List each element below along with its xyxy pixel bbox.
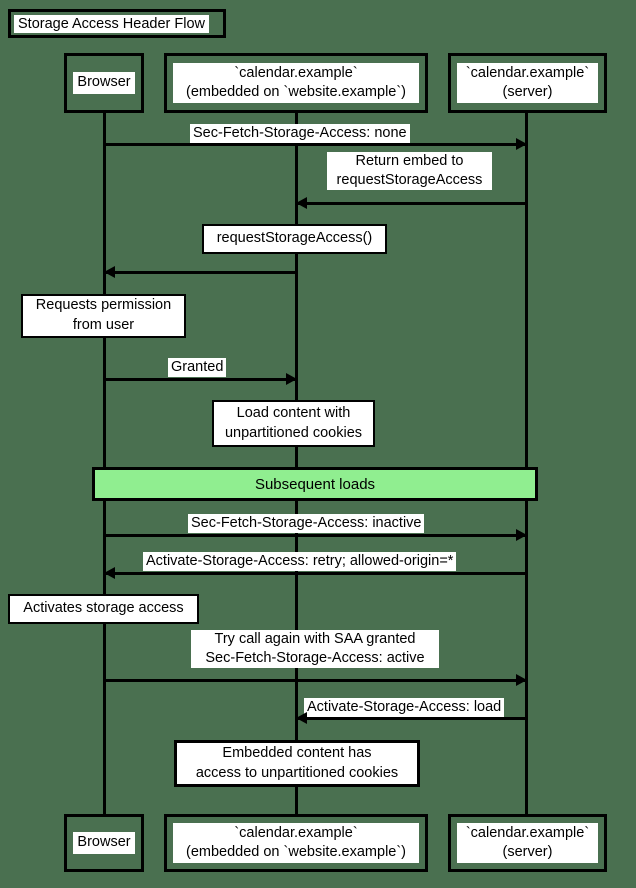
- message-line-m3: [104, 271, 296, 274]
- message-label-m7: Try call again with SAA granted Sec-Fetc…: [191, 630, 439, 668]
- diagram-title-box: Storage Access Header Flow: [8, 9, 226, 38]
- message-label-m5: Sec-Fetch-Storage-Access: inactive: [188, 514, 425, 533]
- message-label-m8: Activate-Storage-Access: load: [304, 698, 505, 717]
- note-activates-storage-access: Activates storage access: [8, 594, 199, 624]
- note-requests-permission: Requests permission from user: [21, 294, 186, 338]
- arrow-head-m2: [296, 197, 307, 209]
- message-line-m4: [104, 378, 296, 381]
- participant-label: `calendar.example` (embedded on `website…: [173, 62, 419, 104]
- arrow-head-m4: [286, 373, 297, 385]
- arrow-head-m7: [516, 674, 527, 686]
- participant-label: `calendar.example` (embedded on `website…: [173, 822, 419, 864]
- message-line-m5: [104, 534, 526, 537]
- lifeline-embed: [295, 113, 298, 814]
- lifeline-browser: [103, 113, 106, 814]
- message-line-m6: [104, 572, 526, 575]
- arrow-head-m3: [104, 266, 115, 278]
- participant-browser-top[interactable]: Browser: [64, 53, 144, 113]
- message-label-m2: Return embed to requestStorageAccess: [327, 152, 492, 190]
- divider-subsequent-loads: Subsequent loads: [92, 467, 538, 501]
- arrow-head-m8: [296, 712, 307, 724]
- message-line-m2: [296, 202, 526, 205]
- participant-label: Browser: [73, 832, 135, 854]
- message-line-m1: [104, 143, 526, 146]
- arrow-head-m1: [516, 138, 527, 150]
- message-label-m4: Granted: [168, 358, 227, 377]
- arrow-head-m5: [516, 529, 527, 541]
- participant-server-bottom[interactable]: `calendar.example` (server): [448, 814, 607, 872]
- divider-label: Subsequent loads: [254, 475, 376, 493]
- participant-label: `calendar.example` (server): [457, 822, 598, 864]
- note-load-content: Load content with unpartitioned cookies: [212, 400, 375, 447]
- participant-embed-top[interactable]: `calendar.example` (embedded on `website…: [164, 53, 428, 113]
- participant-server-top[interactable]: `calendar.example` (server): [448, 53, 607, 113]
- participant-label: `calendar.example` (server): [457, 62, 598, 104]
- message-label-m1: Sec-Fetch-Storage-Access: none: [190, 124, 410, 143]
- lifeline-server: [525, 113, 528, 814]
- arrow-head-m6: [104, 567, 115, 579]
- message-line-m8: [296, 717, 526, 720]
- message-label-m6: Activate-Storage-Access: retry; allowed-…: [143, 552, 457, 571]
- note-embedded-content-access: Embedded content has access to unpartiti…: [174, 740, 420, 787]
- participant-embed-bottom[interactable]: `calendar.example` (embedded on `website…: [164, 814, 428, 872]
- participant-label: Browser: [73, 72, 135, 94]
- note-request-storage-access: requestStorageAccess(): [202, 224, 387, 254]
- diagram-title: Storage Access Header Flow: [14, 14, 209, 33]
- participant-browser-bottom[interactable]: Browser: [64, 814, 144, 872]
- message-line-m7: [104, 679, 526, 682]
